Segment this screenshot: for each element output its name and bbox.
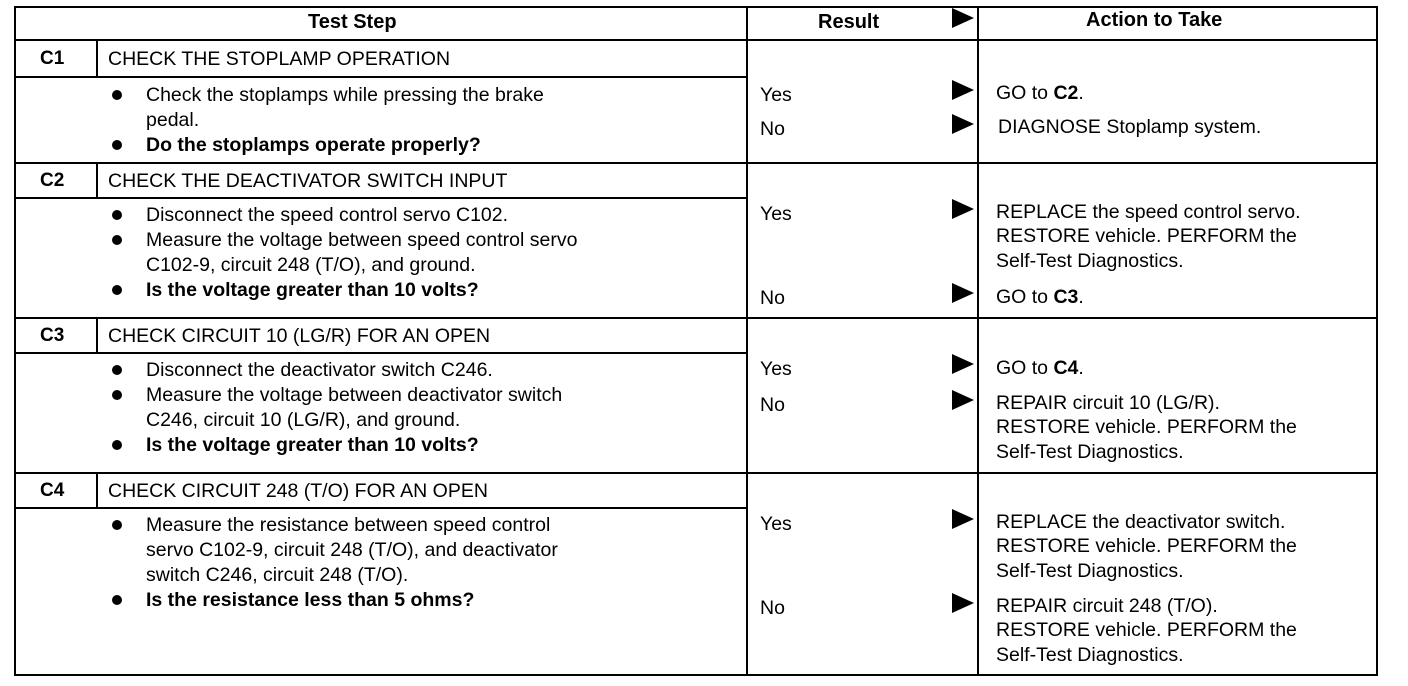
bullet-icon — [112, 285, 122, 295]
table-frame — [14, 6, 1378, 676]
step-line: C102-9, circuit 248 (T/O), and ground. — [146, 254, 476, 276]
action-text: RESTORE vehicle. PERFORM the — [996, 619, 1297, 641]
code-divider — [96, 473, 98, 509]
action-text: RESTORE vehicle. PERFORM the — [996, 225, 1297, 247]
step-line: Disconnect the speed control servo C102. — [146, 204, 509, 226]
row-divider — [14, 317, 1378, 319]
title-underline — [14, 507, 748, 509]
step-line: C246, circuit 10 (LG/R), and ground. — [146, 409, 461, 431]
action-text: GO to C3. — [996, 286, 1084, 308]
action-text: REPAIR circuit 248 (T/O). — [996, 595, 1218, 617]
step-question: Is the resistance less than 5 ohms? — [146, 589, 475, 611]
step-line: pedal. — [146, 109, 200, 131]
result-yes: Yes — [760, 513, 792, 535]
step-line: Check the stoplamps while pressing the b… — [146, 84, 544, 106]
step-question: Is the voltage greater than 10 volts? — [146, 279, 479, 301]
bullet-icon — [112, 365, 122, 375]
bullet-icon — [112, 90, 122, 100]
step-title: CHECK CIRCUIT 248 (T/O) FOR AN OPEN — [108, 480, 488, 502]
action-text: RESTORE vehicle. PERFORM the — [996, 535, 1297, 557]
step-question: Is the voltage greater than 10 volts? — [146, 434, 479, 456]
step-title: CHECK THE DEACTIVATOR SWITCH INPUT — [108, 170, 508, 192]
bullet-icon — [112, 390, 122, 400]
result-no: No — [760, 394, 785, 416]
arrow-icon — [952, 80, 974, 100]
header-test-step: Test Step — [308, 11, 397, 33]
result-no: No — [760, 118, 785, 140]
title-underline — [14, 76, 748, 78]
step-question: Do the stoplamps operate properly? — [146, 134, 481, 156]
step-line: servo C102-9, circuit 248 (T/O), and dea… — [146, 539, 558, 561]
action-text: REPAIR circuit 10 (LG/R). — [996, 392, 1220, 414]
bullet-icon — [112, 520, 122, 530]
code-divider — [96, 163, 98, 199]
step-line: switch C246, circuit 248 (T/O). — [146, 564, 409, 586]
bullet-icon — [112, 440, 122, 450]
result-yes: Yes — [760, 203, 792, 225]
arrow-icon — [952, 199, 974, 219]
step-line: Disconnect the deactivator switch C246. — [146, 359, 493, 381]
arrow-icon — [952, 390, 974, 410]
arrow-icon — [952, 593, 974, 613]
action-text: REPLACE the deactivator switch. — [996, 511, 1286, 533]
result-no: No — [760, 287, 785, 309]
arrow-icon — [952, 354, 974, 374]
action-text: Self-Test Diagnostics. — [996, 441, 1184, 463]
column-divider-result — [746, 6, 748, 676]
header-divider — [14, 39, 1378, 41]
result-yes: Yes — [760, 358, 792, 380]
arrow-icon — [952, 509, 974, 529]
bullet-icon — [112, 235, 122, 245]
action-text: RESTORE vehicle. PERFORM the — [996, 416, 1297, 438]
arrow-icon — [952, 283, 974, 303]
step-code: C3 — [40, 325, 65, 346]
action-text: GO to C4. — [996, 357, 1084, 379]
step-code: C2 — [40, 170, 65, 191]
bullet-icon — [112, 595, 122, 605]
arrow-icon — [952, 114, 974, 134]
step-line: Measure the voltage between deactivator … — [146, 384, 563, 406]
column-divider-action — [977, 6, 979, 676]
header-arrow-icon — [952, 8, 974, 28]
header-action: Action to Take — [1086, 9, 1223, 31]
action-text: Self-Test Diagnostics. — [996, 250, 1184, 272]
step-code: C4 — [40, 480, 65, 501]
title-underline — [14, 352, 748, 354]
action-text: Self-Test Diagnostics. — [996, 644, 1184, 666]
row-divider — [14, 472, 1378, 474]
title-underline — [14, 197, 748, 199]
code-divider — [96, 318, 98, 354]
bullet-icon — [112, 210, 122, 220]
result-yes: Yes — [760, 84, 792, 106]
action-text: Self-Test Diagnostics. — [996, 560, 1184, 582]
action-text: GO to C2. — [996, 82, 1084, 104]
step-line: Measure the voltage between speed contro… — [146, 229, 578, 251]
bullet-icon — [112, 140, 122, 150]
step-code: C1 — [40, 48, 65, 69]
action-text: DIAGNOSE Stoplamp system. — [998, 116, 1262, 138]
result-no: No — [760, 597, 785, 619]
step-title: CHECK THE STOPLAMP OPERATION — [108, 48, 451, 70]
code-divider — [96, 40, 98, 78]
header-result: Result — [818, 11, 880, 33]
step-title: CHECK CIRCUIT 10 (LG/R) FOR AN OPEN — [108, 325, 491, 347]
row-divider — [14, 162, 1378, 164]
step-line: Measure the resistance between speed con… — [146, 514, 551, 536]
action-text: REPLACE the speed control servo. — [996, 201, 1301, 223]
